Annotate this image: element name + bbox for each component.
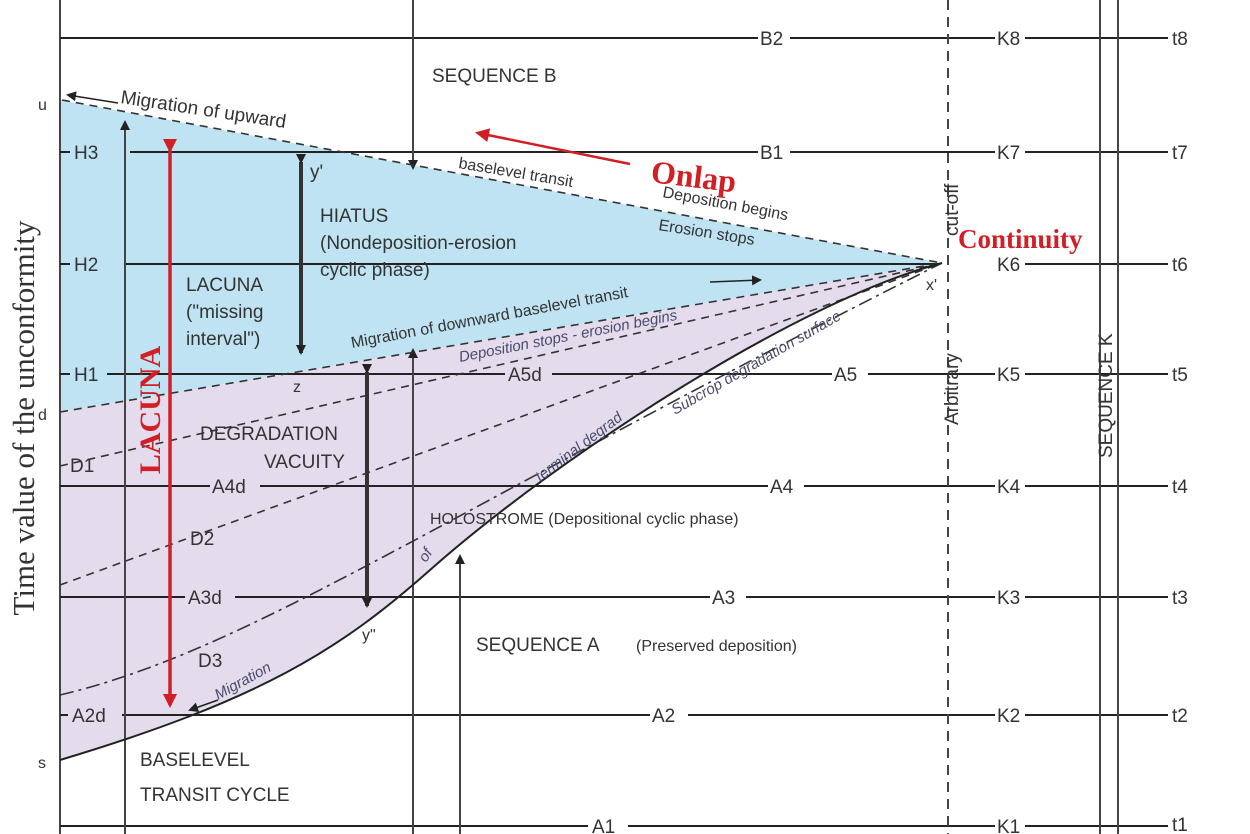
label-h2: H2 <box>74 255 98 276</box>
migration-up-arrow <box>66 91 119 104</box>
label-d2: D2 <box>190 529 214 550</box>
svg-text:K3: K3 <box>997 588 1020 609</box>
label-a3: A3 <box>712 588 735 609</box>
label-d: d <box>38 407 47 424</box>
svg-text:t4: t4 <box>1172 477 1188 498</box>
lacuna-line-2: ("missing <box>186 302 263 323</box>
label-d1: D1 <box>70 456 94 477</box>
svg-text:t5: t5 <box>1172 365 1188 386</box>
label-s: s <box>38 755 46 772</box>
d1-line <box>59 262 943 467</box>
d3-line <box>59 262 943 696</box>
migration-arrow <box>188 699 219 713</box>
downward-migration-line <box>59 262 943 413</box>
cut-off-label: cut-off <box>942 183 963 236</box>
preserved-label: (Preserved deposition) <box>636 638 797 655</box>
svg-text:K4: K4 <box>997 477 1021 498</box>
svg-text:t2: t2 <box>1172 706 1188 727</box>
degradation-vacuity-title: DEGRADATION <box>200 424 338 445</box>
baselevel-cycle-title: BASELEVEL <box>140 750 250 771</box>
sequence-b-label: SEQUENCE B <box>432 66 557 87</box>
upward-migration-line <box>61 99 943 264</box>
k-labels: K8 K7 K6 K5 K4 K3 K2 K1 <box>997 29 1021 834</box>
label-a3d: A3d <box>188 588 222 609</box>
label-a1: A1 <box>592 817 615 834</box>
t-labels: t8 t7 t6 t5 t4 t3 t2 t1 <box>1172 29 1188 834</box>
label-h3: H3 <box>74 143 98 164</box>
label-h1: H1 <box>74 365 98 386</box>
d2-line <box>59 262 943 586</box>
label-a4: A4 <box>770 477 794 498</box>
svg-text:t7: t7 <box>1172 143 1188 164</box>
label-a4d: A4d <box>212 477 246 498</box>
subcrop-surface-line <box>59 262 943 761</box>
svg-text:t8: t8 <box>1172 29 1188 50</box>
label-a2: A2 <box>652 706 675 727</box>
left-axis-title: Time value of the unconformity <box>6 220 41 615</box>
point-y-prime: y' <box>310 162 323 183</box>
label-u: u <box>38 97 47 114</box>
svg-text:t6: t6 <box>1172 255 1188 276</box>
svg-text:t3: t3 <box>1172 588 1188 609</box>
svg-text:K6: K6 <box>997 255 1020 276</box>
sequence-a-label: SEQUENCE A <box>476 635 600 656</box>
sequence-k-label: SEQUENCE K <box>1096 333 1117 458</box>
arbitrary-label: Arbitrary <box>942 353 963 425</box>
hiatus-title: HIATUS <box>320 206 388 227</box>
label-a2d: A2d <box>72 706 106 727</box>
label-a5d: A5d <box>508 365 542 386</box>
svg-text:K7: K7 <box>997 143 1020 164</box>
lacuna-title: LACUNA <box>186 275 263 296</box>
holostrome-label: HOLOSTROME (Depositional cyclic phase) <box>430 511 739 528</box>
svg-text:K8: K8 <box>997 29 1020 50</box>
hiatus-line-3: cyclic phase) <box>320 260 430 281</box>
baselevel-cycle-line-2: TRANSIT CYCLE <box>140 785 290 806</box>
point-y-dprime: y" <box>362 627 376 644</box>
point-z: z <box>293 379 301 396</box>
onlap-arrow <box>475 128 631 166</box>
svg-text:t1: t1 <box>1172 815 1188 834</box>
label-a5: A5 <box>834 365 857 386</box>
point-x-prime: x' <box>926 277 937 294</box>
svg-text:K1: K1 <box>997 817 1020 834</box>
label-b1: B1 <box>760 143 783 164</box>
lacuna-red-label: LACUNA <box>134 346 167 475</box>
degradation-vacuity-line-2: VACUITY <box>264 452 345 473</box>
label-d3: D3 <box>198 651 222 672</box>
onlap-label: Onlap <box>649 153 738 199</box>
lacuna-line-3: interval") <box>186 329 260 350</box>
continuity-label: Continuity <box>958 224 1083 254</box>
hiatus-region <box>60 100 942 412</box>
label-b2: B2 <box>760 29 783 50</box>
svg-text:K2: K2 <box>997 706 1020 727</box>
svg-text:K5: K5 <box>997 365 1020 386</box>
k6-arrow <box>709 275 762 286</box>
left-ticks <box>60 151 70 375</box>
hiatus-line-2: (Nondeposition-erosion <box>320 233 516 254</box>
